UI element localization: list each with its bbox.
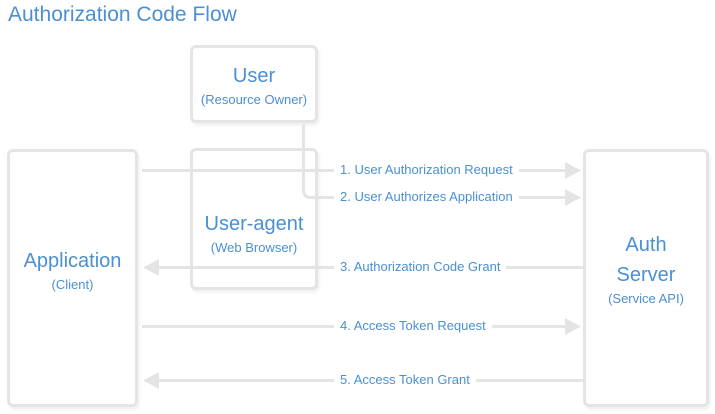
flow-label-2: 2. User Authorizes Application xyxy=(334,188,519,206)
node-application-sublabel: (Client) xyxy=(51,276,94,292)
flow-label-3: 3. Authorization Code Grant xyxy=(334,258,507,276)
flow-label-4: 4. Access Token Request xyxy=(334,317,492,335)
arrow-2-head-icon xyxy=(565,189,581,206)
node-auth-server-sublabel: (Service API) xyxy=(608,290,684,306)
node-application: Application (Client) xyxy=(7,149,138,407)
node-user-agent-label: User-agent xyxy=(204,212,304,235)
arrow-3-head-icon xyxy=(143,259,159,276)
arrow-5-head-icon xyxy=(143,372,159,389)
node-user: User (Resource Owner) xyxy=(190,45,318,123)
node-user-label: User xyxy=(232,64,276,87)
node-auth-server: Auth Server (Service API) xyxy=(583,149,709,407)
flow-label-1: 1. User Authorization Request xyxy=(334,161,519,179)
arrow-1-head-icon xyxy=(565,162,581,179)
node-user-sublabel: (Resource Owner) xyxy=(200,91,308,107)
arrow-4-head-icon xyxy=(565,318,581,335)
page-title: Authorization Code Flow xyxy=(8,3,237,26)
node-auth-server-label: Auth Server xyxy=(616,233,676,286)
flow-label-5: 5. Access Token Grant xyxy=(334,371,476,389)
node-user-agent: User-agent (Web Browser) xyxy=(190,148,318,290)
node-user-agent-sublabel: (Web Browser) xyxy=(210,239,298,255)
node-application-label: Application xyxy=(23,249,122,272)
